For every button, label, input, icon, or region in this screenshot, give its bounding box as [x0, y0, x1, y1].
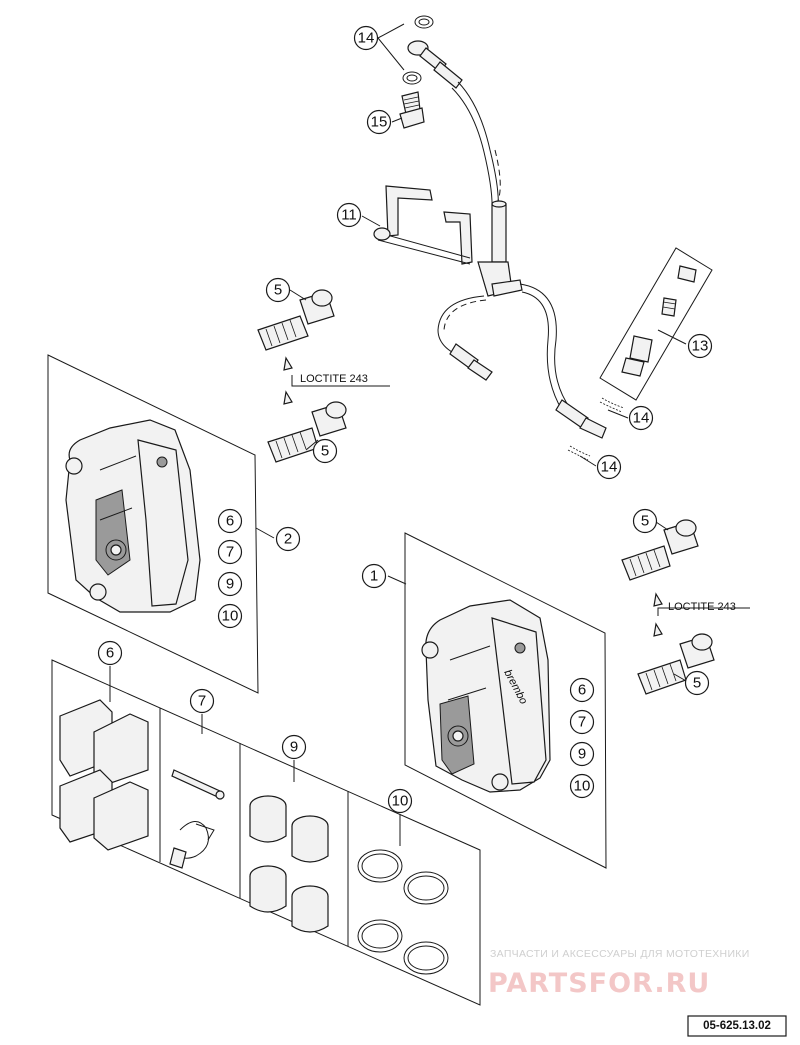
callout-10-caliper1: 10: [569, 773, 595, 799]
lower-caliper-bolts: [621, 519, 715, 695]
callout-6-caliper1: 6: [569, 677, 595, 703]
loctite-note-lower: LOCTITE 243: [668, 601, 736, 613]
svg-text:7: 7: [578, 714, 586, 731]
svg-text:13: 13: [692, 338, 709, 355]
callout-2: 2: [275, 526, 301, 552]
callout-11: 11: [336, 202, 362, 228]
svg-text:15: 15: [371, 114, 388, 131]
svg-text:6: 6: [106, 645, 114, 662]
callout-7-caliper1: 7: [569, 709, 595, 735]
watermark-logo: PARTSFOR.RU: [488, 968, 710, 999]
callout-9-caliper2: 9: [217, 571, 243, 597]
svg-text:9: 9: [578, 746, 586, 763]
caliper-pistons: [249, 795, 329, 933]
brake-pads: [59, 699, 149, 851]
o-ring-seals: [567, 397, 625, 461]
callout-5-lower-b: 5: [684, 670, 710, 696]
callout-5-lower-a: 5: [632, 508, 658, 534]
svg-text:6: 6: [578, 682, 586, 699]
drawing-number: 05-625.13.02: [703, 1020, 771, 1032]
watermark-tagline: ЗАПЧАСТИ И АКСЕССУАРЫ ДЛЯ МОТОТЕХНИКИ: [490, 948, 750, 960]
svg-text:14: 14: [633, 410, 650, 427]
bleeder-kit-box: [599, 247, 713, 401]
svg-text:14: 14: [601, 459, 618, 476]
svg-text:5: 5: [321, 443, 329, 460]
caliper-1-box: brembo: [404, 532, 607, 869]
callout-5-upper-b: 5: [312, 438, 338, 464]
loctite-note-upper: LOCTITE 243: [300, 373, 368, 385]
svg-text:5: 5: [693, 675, 701, 692]
callout-7-panel: 7: [189, 688, 215, 714]
svg-text:7: 7: [226, 544, 234, 561]
callout-9-caliper1: 9: [569, 741, 595, 767]
brake-line-assembly: [373, 15, 607, 439]
svg-text:11: 11: [341, 207, 357, 224]
callout-10-caliper2: 10: [217, 603, 243, 629]
callout-7-caliper2: 7: [217, 539, 243, 565]
svg-text:10: 10: [574, 778, 591, 795]
callout-6-caliper2: 6: [217, 508, 243, 534]
callout-1: 1: [361, 563, 387, 589]
svg-text:9: 9: [290, 739, 298, 756]
svg-text:6: 6: [226, 513, 234, 530]
callout-15: 15: [366, 109, 392, 135]
callout-6-panel: 6: [97, 640, 123, 666]
piston-seal-rings: [357, 849, 449, 975]
callout-10-panel: 10: [387, 788, 413, 814]
upper-caliper-bolts: [257, 289, 347, 463]
svg-text:10: 10: [392, 793, 409, 810]
callout-9-panel: 9: [281, 734, 307, 760]
svg-text:9: 9: [226, 576, 234, 593]
caliper-2-box: [47, 354, 259, 694]
parts-panel: [51, 659, 481, 1006]
pad-pin-and-clip: [169, 769, 225, 869]
leader-lines: [109, 23, 750, 846]
drawing-number-box: [687, 1015, 787, 1037]
callout-14-right-b: 14: [596, 454, 622, 480]
svg-text:5: 5: [641, 513, 649, 530]
callout-5-upper-a: 5: [265, 277, 291, 303]
svg-text:5: 5: [274, 282, 282, 299]
svg-text:1: 1: [370, 568, 378, 585]
svg-text:7: 7: [198, 693, 206, 710]
svg-text:10: 10: [222, 608, 239, 625]
callout-13: 13: [687, 333, 713, 359]
callout-14-top: 14: [353, 25, 379, 51]
svg-text:2: 2: [284, 531, 292, 548]
svg-text:14: 14: [358, 30, 375, 47]
callout-14-right-a: 14: [628, 405, 654, 431]
